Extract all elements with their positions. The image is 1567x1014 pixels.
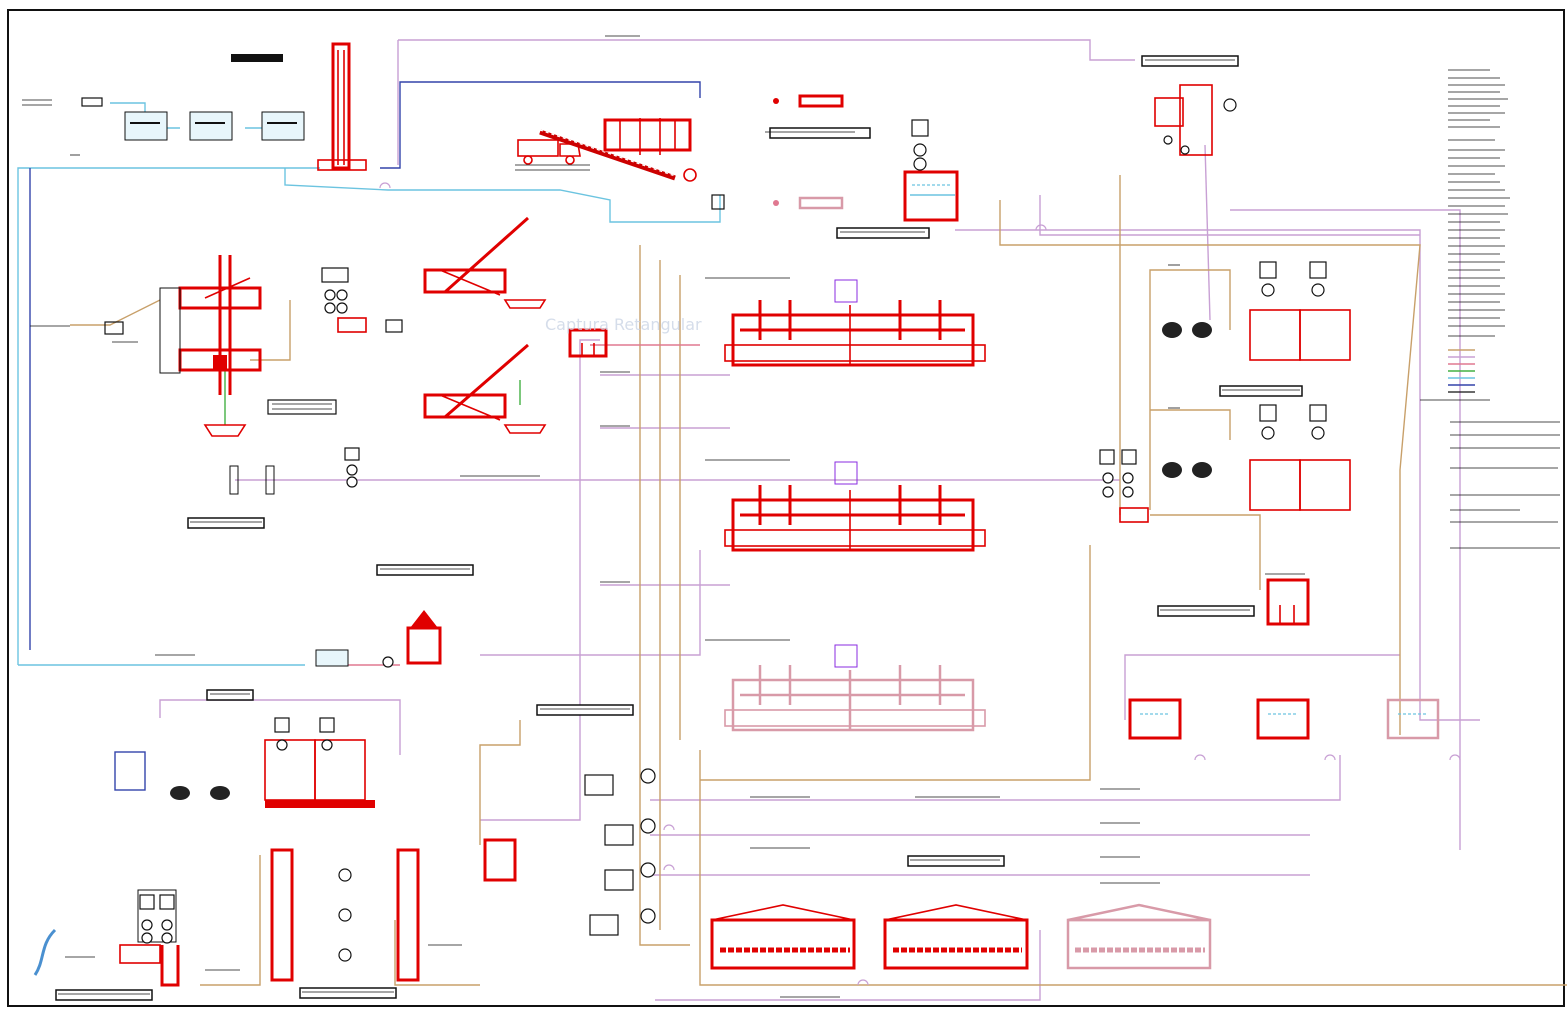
legend-block — [1448, 69, 1560, 549]
lift-station — [114, 689, 375, 808]
clarifier-2 — [883, 855, 1029, 970]
pre-treatment-chambers — [104, 255, 337, 437]
inlet-screen-station — [33, 889, 180, 1001]
blower-room — [483, 704, 656, 936]
bioreactor-3-future — [724, 644, 986, 732]
clarifier-3-future — [1066, 903, 1212, 970]
level-instruments — [187, 447, 360, 529]
flow-meter-panel — [1141, 55, 1239, 156]
bioreactor-2 — [724, 461, 986, 552]
grease-removal-unit — [315, 564, 474, 668]
watermark-text: Captura Retangular — [545, 315, 702, 334]
bioreactor-1 — [724, 279, 986, 367]
clarifier-1 — [710, 904, 856, 970]
piping-network — [17, 39, 1567, 1001]
flotation-units — [1128, 698, 1440, 740]
flotation-distribution — [1099, 449, 1310, 626]
intake-tanks-row — [81, 97, 305, 141]
polymer-dosing-pumps — [769, 94, 871, 210]
grit-classifiers — [321, 216, 547, 434]
uv-disinfection — [270, 848, 420, 999]
chemical-storage-2 — [1162, 404, 1351, 511]
sludge-truck — [517, 129, 676, 181]
drawing-border — [7, 9, 1565, 1007]
cad-text-marks — [22, 35, 1490, 998]
sludge-holding-tank — [836, 119, 959, 239]
distribution-box — [568, 328, 608, 358]
filter-press — [603, 118, 725, 210]
chemical-storage-1 — [1162, 261, 1351, 397]
water-tower — [231, 42, 367, 171]
